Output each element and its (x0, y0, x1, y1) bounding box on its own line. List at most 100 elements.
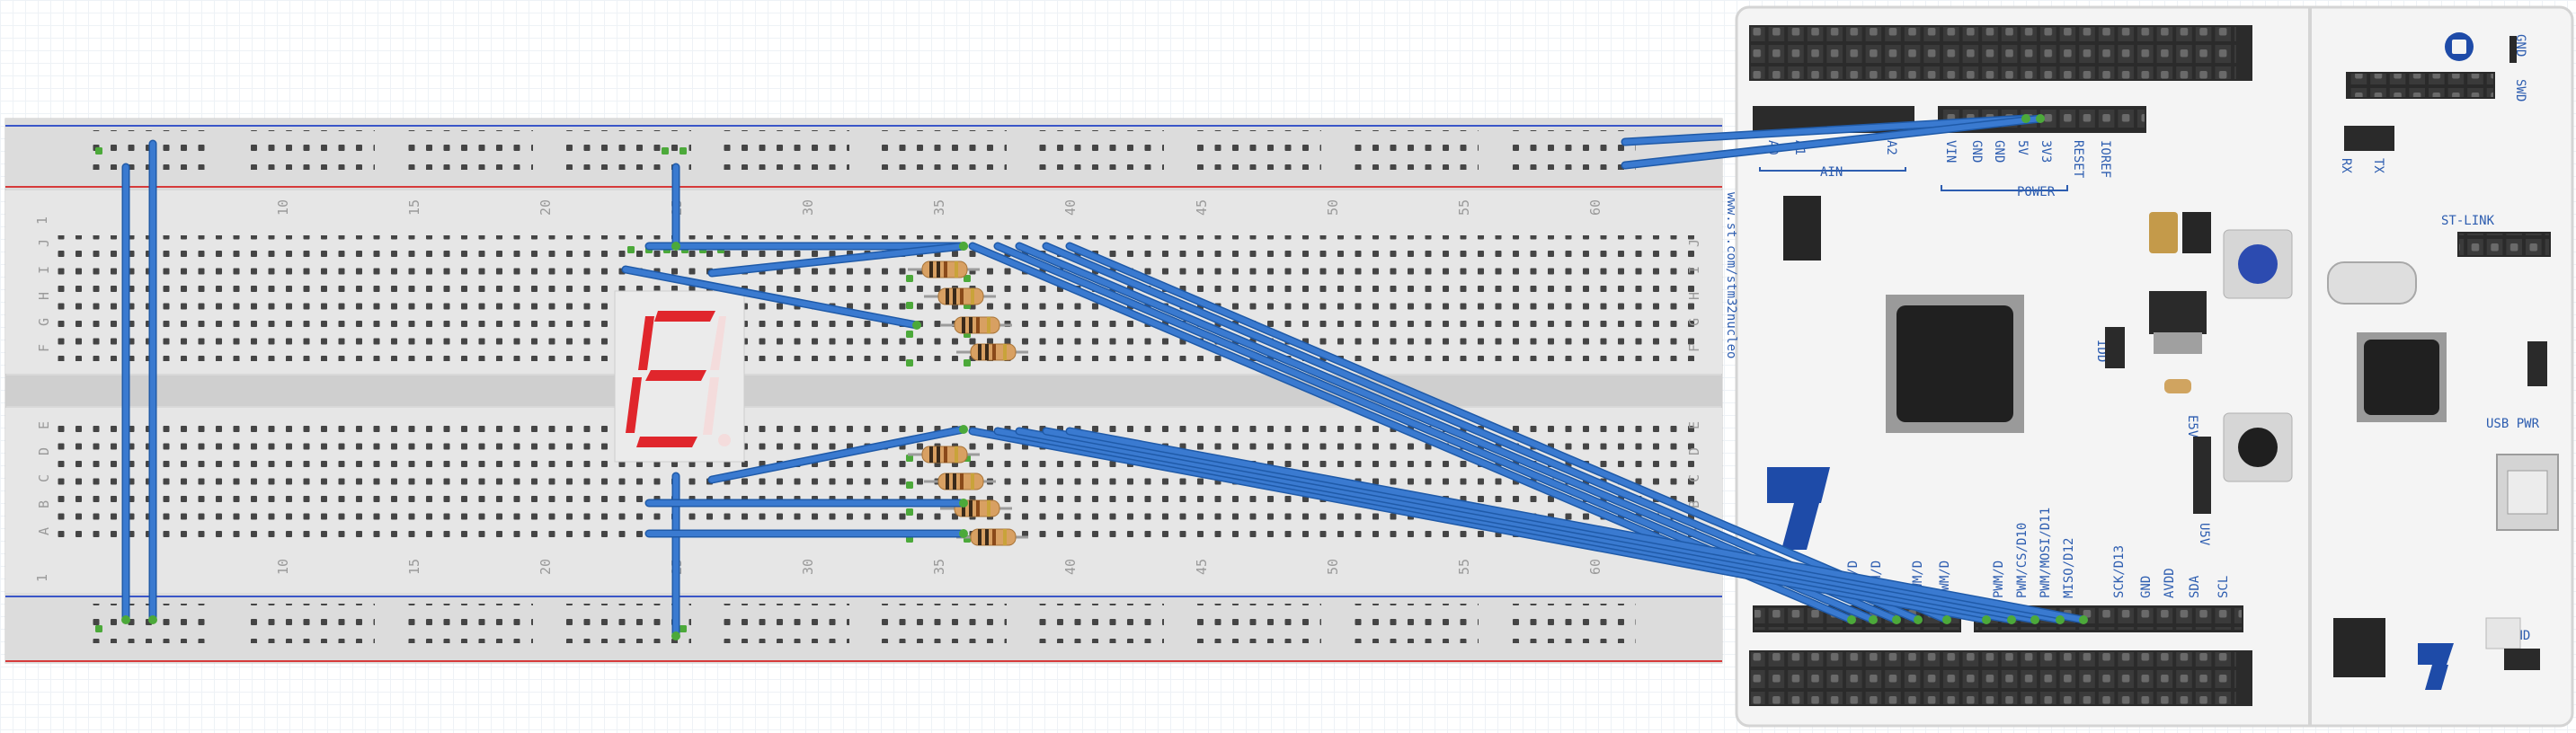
wire-end (959, 425, 968, 434)
green-hole (906, 508, 913, 516)
display-segments (626, 311, 731, 447)
breadboard: 1 10 15 20 25 30 35 40 45 50 55 60 1 10 … (4, 118, 1723, 664)
column-number: 15 (406, 199, 422, 216)
power-label: POWER (2017, 185, 2056, 199)
digital-pin-label: MISO/D12 (2062, 538, 2076, 598)
resistor-band (960, 473, 964, 490)
usb-connector (2496, 454, 2559, 531)
row-letter: H (1686, 292, 1702, 300)
column-number: 30 (800, 199, 816, 216)
gnd-bottom-header (2504, 649, 2540, 670)
resistor-band (929, 261, 933, 278)
resistor-band (978, 344, 982, 360)
resistor-band (955, 446, 958, 463)
reset-button[interactable] (2223, 412, 2293, 482)
row-letter: E (36, 421, 52, 429)
segment-f (638, 316, 654, 370)
wire-core (1067, 428, 2086, 623)
green-hole (627, 246, 635, 253)
segment-c (703, 377, 719, 435)
mcu-chip (1886, 295, 2024, 433)
resistor-band (946, 288, 949, 305)
segment-dp (718, 434, 731, 446)
digital-pin-label: AVDD (2163, 568, 2177, 598)
wire-end (1942, 615, 1951, 624)
power-pin-label: RESET (2071, 140, 2085, 179)
wire-end (1869, 615, 1878, 624)
jumper-wire (1065, 242, 1951, 624)
resistor-band (969, 500, 973, 517)
tx-label: TX (2371, 158, 2385, 173)
wire-end (2036, 114, 2045, 123)
wire-end (2021, 114, 2030, 123)
digital-pin-label: SCL (2216, 576, 2231, 598)
jumper-wire (1621, 114, 2030, 146)
resistor-band (946, 473, 949, 490)
resistor (908, 261, 980, 278)
gnd-top-header (2509, 36, 2517, 63)
column-number: 50 (1325, 199, 1341, 216)
wire-end (959, 242, 968, 251)
power-pin-label: GND (1992, 140, 2006, 163)
column-number: 45 (1194, 199, 1210, 216)
resistor-band (976, 317, 980, 333)
wire-core (1044, 428, 2063, 623)
resistor-band (962, 500, 965, 517)
st-logo-small (2418, 643, 2454, 690)
column-number: 10 (275, 199, 291, 216)
wire-core (623, 267, 919, 328)
row-letter: G (36, 318, 52, 326)
digital-pin-label: PWM/D (1992, 561, 2006, 598)
wire-core (1044, 243, 1921, 623)
jumper-wires (121, 114, 2088, 640)
top-power-rail (5, 119, 1722, 189)
wire-end (671, 242, 680, 251)
wire-end (959, 499, 968, 508)
e5v-jumper (2193, 437, 2211, 514)
power-pin-label: 5V (2015, 140, 2030, 155)
column-number: 20 (537, 559, 554, 575)
column-number: 55 (1456, 199, 1472, 216)
bottom-power-rail (5, 593, 1722, 663)
resistor-band (1003, 529, 1007, 545)
jumper-wire (1621, 114, 2045, 170)
swd-label: SWD (2513, 79, 2527, 102)
power-pin-label: 3V3 (2039, 140, 2053, 163)
eeprom-chip (2333, 618, 2385, 677)
oscillator (2327, 261, 2417, 305)
rx-label: RX (2339, 158, 2353, 173)
column-number: 10 (275, 559, 291, 575)
column-number: 45 (1194, 559, 1210, 575)
resistor-band (969, 317, 973, 333)
resistor (956, 528, 1028, 546)
idd-jumper (2105, 327, 2125, 368)
regulator-tab (2182, 212, 2211, 253)
row-letter: F (36, 344, 52, 352)
column-number: 35 (931, 199, 947, 216)
column-number: 60 (1587, 199, 1603, 216)
green-hole (906, 331, 913, 338)
resistor-band (937, 446, 940, 463)
segment-e (626, 377, 642, 433)
resistor-band (976, 500, 980, 517)
user-button[interactable] (2223, 229, 2293, 299)
green-hole (95, 625, 102, 632)
resistor-band (937, 261, 940, 278)
power-pin-label: GND (1969, 140, 1984, 163)
resistor-band (985, 529, 989, 545)
row-letter: D (1686, 447, 1702, 455)
wire-end (2007, 615, 2016, 624)
digital-pin-label: SCK/D13 (2112, 545, 2127, 598)
status-led (2485, 617, 2521, 649)
power-pin-label: VIN (1943, 140, 1958, 163)
row-letter: A (36, 527, 52, 535)
resistor (908, 446, 980, 464)
digital-pin-label: PWM/CS/D10 (2015, 523, 2030, 598)
segment-d (636, 437, 697, 447)
column-number: 15 (406, 559, 422, 575)
wire-end (1892, 615, 1901, 624)
resistor-band (929, 446, 933, 463)
st-logo (1767, 467, 1830, 550)
wire-end (1914, 615, 1923, 624)
resistor-array (908, 261, 1028, 546)
